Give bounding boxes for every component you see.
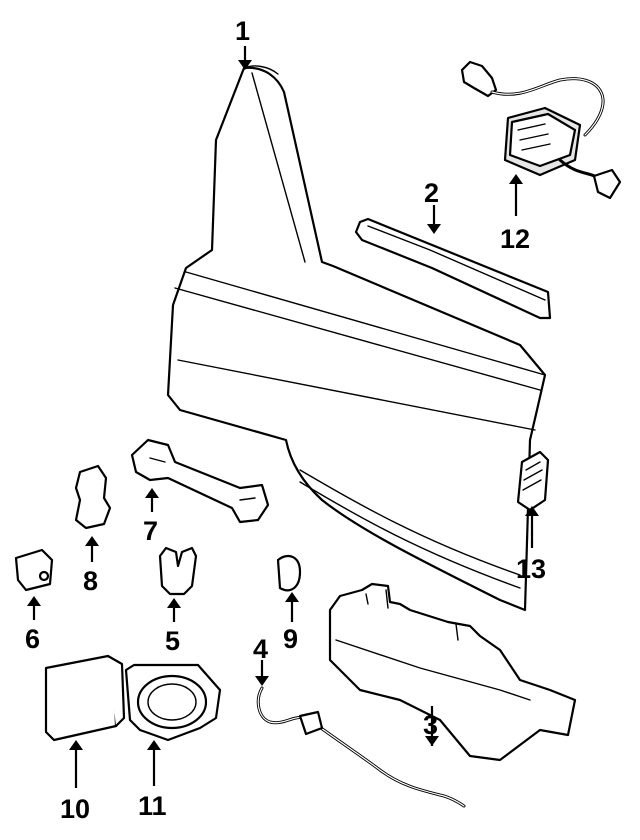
part-13-pad <box>516 450 550 512</box>
callout-5: 5 <box>165 626 180 656</box>
part-11-housing-ring <box>124 663 222 742</box>
callout-8: 8 <box>83 566 98 596</box>
part-7-step-bracket <box>130 438 270 524</box>
part-8-clip <box>74 464 112 530</box>
part-9-plug <box>276 554 302 592</box>
part-12-actuator <box>460 60 622 200</box>
part-6-nut <box>14 548 54 592</box>
callout-10: 10 <box>60 794 90 824</box>
part-3-housing <box>328 582 577 762</box>
callout-13: 13 <box>516 554 546 584</box>
callout-2: 2 <box>424 178 439 208</box>
callout-11: 11 <box>138 791 167 821</box>
callout-1: 1 <box>235 16 250 46</box>
part-5-u-clip <box>158 546 198 596</box>
part-1-side-panel <box>166 65 547 612</box>
callout-3: 3 <box>423 710 438 740</box>
callout-7: 7 <box>143 516 158 546</box>
callout-4: 4 <box>253 634 268 664</box>
part-2-molding <box>354 217 552 320</box>
callout-6: 6 <box>25 624 40 654</box>
part-4-harness <box>256 686 466 808</box>
callout-12: 12 <box>500 224 530 254</box>
callout-9: 9 <box>283 624 298 654</box>
part-10-cap <box>44 654 126 742</box>
leaders <box>27 46 539 788</box>
